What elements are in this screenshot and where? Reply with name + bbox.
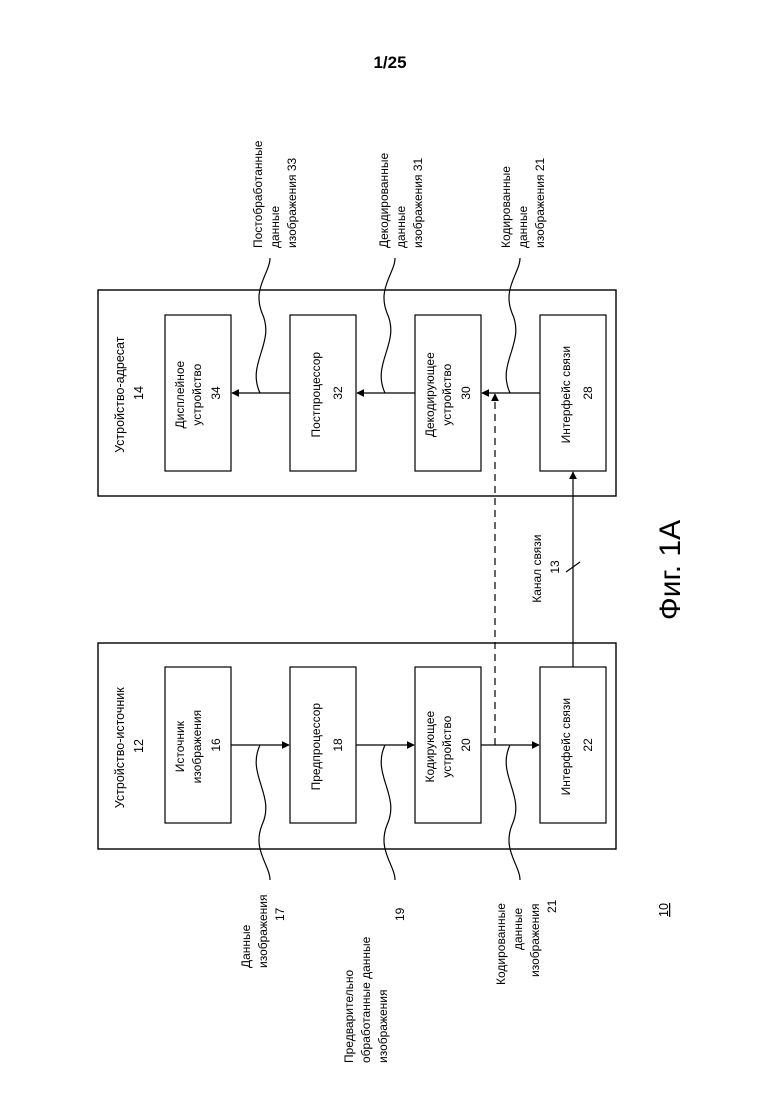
image-source-label: Источник изображения 16	[173, 707, 223, 784]
destination-comm-interface-block	[540, 315, 606, 471]
destination-comm-interface-label: Интерфейс связи 28	[559, 343, 595, 444]
preprocessed-data-label: Предварительно обработанные данные изобр…	[342, 907, 407, 1063]
display-device-label: Дисплейное устройство 34	[173, 357, 223, 428]
leader-encoded-data-destination	[506, 258, 520, 393]
image-data-label: Данные изображения 17	[239, 891, 287, 968]
decoder-label: Декодирующее устройство 30	[423, 349, 473, 437]
leader-decoded-data	[381, 258, 395, 393]
postprocessed-data-label: Постобработанные данные изображения 33	[251, 137, 299, 248]
destination-device-title: Устройство-адресат 14	[113, 333, 146, 453]
leader-image-data	[256, 745, 270, 880]
encoded-data-destination-label: Кодированные данные изображения 21	[499, 157, 547, 248]
source-comm-interface-block	[540, 667, 606, 823]
channel-label: Канал связи 13	[530, 531, 562, 603]
leader-preprocessed-data	[381, 745, 395, 880]
source-device-title: Устройство-источник 12	[113, 684, 146, 808]
figure-label: Фиг. 1А	[654, 520, 687, 620]
sheet-number: 1/25	[373, 53, 406, 72]
preprocessor-label: Предпроцессор 18	[309, 700, 345, 791]
figure-reference-number: 10	[657, 903, 671, 917]
postprocessor-label: Постпроцессор 32	[309, 349, 345, 438]
leader-encoded-data-source	[506, 745, 520, 880]
encoded-data-source-label: Кодированные данные изображения 21	[494, 899, 559, 985]
source-comm-interface-label: Интерфейс связи 22	[559, 695, 595, 796]
postprocessor-block	[290, 315, 356, 471]
preprocessor-block	[290, 667, 356, 823]
decoded-data-label: Декодированные данные изображения 31	[377, 150, 425, 248]
encoder-label: Кодирующее устройство 20	[423, 707, 473, 782]
leader-postprocessed-data	[256, 258, 270, 393]
